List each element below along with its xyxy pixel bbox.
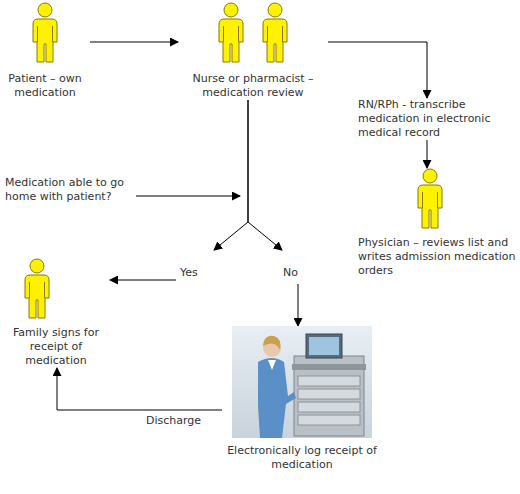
flow-line	[110, 280, 176, 281]
flow-arrow	[90, 42, 178, 43]
person-icon	[415, 168, 445, 230]
flow-arrow	[328, 42, 427, 98]
node-illustration	[222, 326, 382, 438]
step-caption: RN/RPh - transcribe medication in electr…	[358, 98, 518, 140]
flow-arrow	[427, 140, 428, 168]
flow-line	[57, 368, 222, 410]
step-caption: Physician – reviews list and writes admi…	[358, 236, 518, 278]
step-node: Electronically log receipt of medication	[222, 326, 382, 472]
edge-label: Discharge	[146, 414, 201, 428]
node-illustration	[2, 258, 110, 320]
person-icon	[22, 258, 52, 320]
decision-question: Medication able to go home with patient?	[5, 176, 140, 204]
person-icon	[260, 2, 290, 64]
step-node: Family signs for receipt of medication	[2, 258, 110, 368]
flow-line	[90, 42, 178, 43]
flow-line	[214, 100, 248, 250]
person-icon	[216, 2, 246, 64]
step-node: Physician – reviews list and writes admi…	[358, 168, 518, 278]
edge-label: Yes	[180, 266, 198, 280]
step-caption: Electronically log receipt of medication	[222, 444, 382, 472]
step-caption: Family signs for receipt of medication	[2, 326, 110, 368]
node-illustration	[178, 2, 328, 64]
node-illustration	[0, 2, 90, 64]
step-caption: Nurse or pharmacist – medication review	[178, 72, 328, 100]
question-pointer	[136, 196, 240, 197]
node-illustration	[358, 168, 518, 230]
flow-line	[427, 140, 428, 168]
flow-arrow	[110, 100, 248, 280]
edge-label: No	[283, 266, 298, 280]
flow-line	[298, 284, 299, 326]
flow-arrow	[248, 100, 298, 326]
flow-line	[328, 42, 427, 98]
step-node: Patient – own medication	[0, 2, 90, 100]
flow-line	[248, 100, 282, 250]
step-node: RN/RPh - transcribe medication in electr…	[358, 98, 518, 140]
step-node: Nurse or pharmacist – medication review	[178, 2, 328, 100]
person-icon	[30, 2, 60, 64]
step-caption: Patient – own medication	[0, 72, 90, 100]
dispensing-cabinet-photo	[232, 326, 372, 438]
flow-arrow	[57, 368, 222, 410]
